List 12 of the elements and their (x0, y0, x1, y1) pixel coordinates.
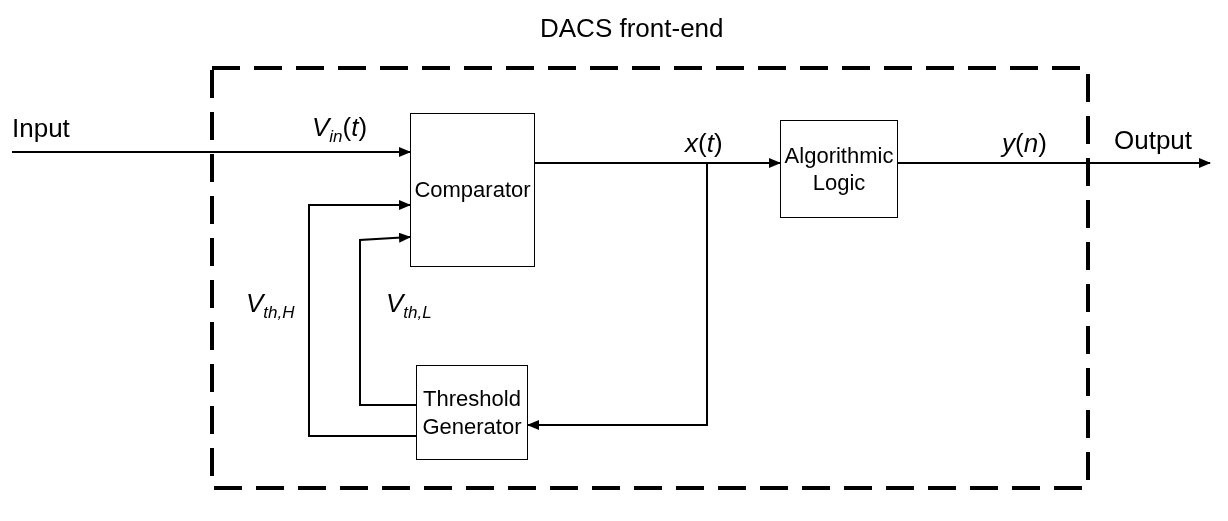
process-box: Threshold Generator (416, 365, 528, 460)
arrow (11, 147, 411, 157)
signal-label: y(n) (1000, 130, 1049, 156)
process-box: Algorithmic Logic (780, 120, 898, 218)
arrow (897, 158, 1211, 168)
arrow (308, 200, 417, 437)
port-label: Output (1114, 125, 1214, 163)
group-title: DACS front-end (540, 13, 724, 44)
port-label: Input (12, 113, 102, 152)
arrow (359, 232, 417, 406)
arrow (527, 162, 708, 430)
process-box: Comparator (410, 113, 535, 267)
